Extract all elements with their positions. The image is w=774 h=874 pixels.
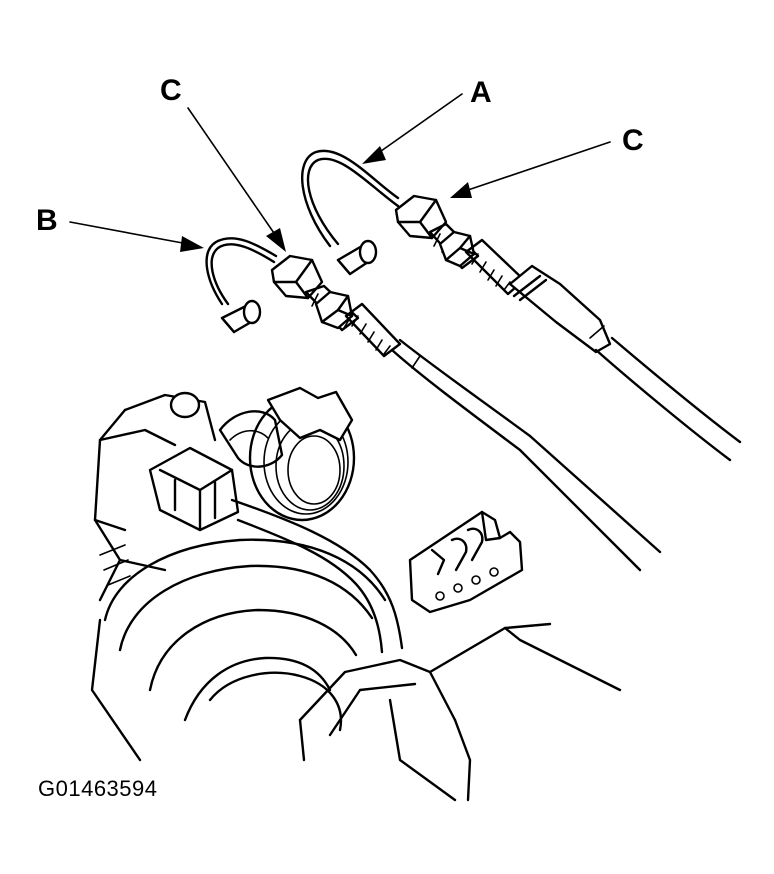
cable-b-barrel-end xyxy=(220,299,262,334)
cable-b xyxy=(205,237,662,572)
callout-a-arrow xyxy=(362,93,463,164)
cable-a xyxy=(301,149,742,462)
cable-a-nut xyxy=(394,194,448,240)
cable-b-nut-2 xyxy=(314,290,354,330)
cable-a-nut-2 xyxy=(438,230,476,268)
figure-id: G01463594 xyxy=(38,776,158,801)
callout-c-right-arrow xyxy=(450,141,611,198)
throttle-body-housing xyxy=(90,391,622,802)
callout-b-arrow xyxy=(69,221,204,252)
callout-c-left-label: C xyxy=(160,74,182,107)
callout-c-right-label: C xyxy=(622,124,644,157)
sensor-connector xyxy=(148,446,240,532)
cable-bracket xyxy=(408,510,524,614)
callout-b-label: B xyxy=(36,204,58,237)
cable-a-barrel-end xyxy=(336,239,378,276)
throttle-cam xyxy=(218,386,356,522)
callout-c-left-arrow xyxy=(187,107,286,252)
callout-a-label: A xyxy=(470,76,492,109)
cable-b-nut xyxy=(270,254,324,300)
wire-harness xyxy=(230,498,404,654)
